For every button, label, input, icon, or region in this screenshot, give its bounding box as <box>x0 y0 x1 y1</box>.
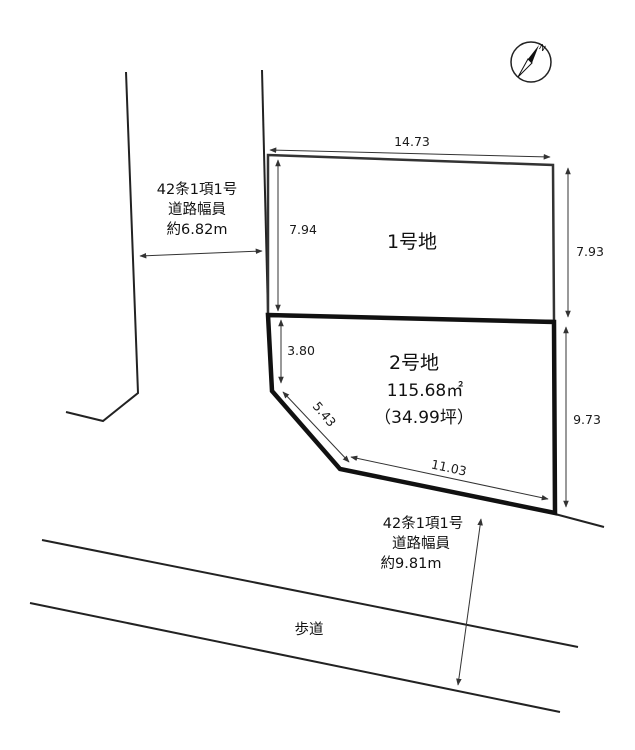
lot2-dim-bottom: 11.03 <box>430 457 468 479</box>
west-road-label-line2: 道路幅員 <box>168 201 226 218</box>
dim-line-west-road <box>139 248 263 259</box>
west-road-label-line1: 42条1項1号 <box>157 181 237 198</box>
dim-line-south-road <box>456 518 483 686</box>
compass-icon: N <box>510 41 552 83</box>
dim-line-lot1-top <box>269 147 551 160</box>
west-road-label-line3: 約6.82m <box>167 221 228 238</box>
west-road-left-edge <box>65 71 140 423</box>
south-road-edge <box>554 513 605 528</box>
compass-north-label: N <box>537 42 547 53</box>
sidewalk-upper-line <box>41 539 579 648</box>
south-road-label-line3: 約9.81m <box>381 555 442 572</box>
south-road-label-line1: 42条1項1号 <box>383 515 463 532</box>
lot2-dim-right: 9.73 <box>573 412 601 427</box>
sidewalk-lower-line <box>29 602 561 713</box>
lot2-name: 2号地 <box>389 352 439 374</box>
dim-line-lot2-chamfer <box>282 391 350 463</box>
south-road-label-line2: 道路幅員 <box>392 535 450 552</box>
lot1-name: 1号地 <box>387 231 437 253</box>
lot2-area-sqm: 115.68㎡ <box>387 381 463 401</box>
lot1-dim-left: 7.94 <box>289 222 317 237</box>
lot1-dim-right: 7.93 <box>576 244 604 259</box>
lot2-area-tsubo: （34.99坪） <box>374 408 474 428</box>
sidewalk-label: 歩道 <box>295 621 324 638</box>
dim-line-lot2-bottom <box>350 455 549 501</box>
lot1-dim-top: 14.73 <box>394 134 430 149</box>
lot2-dim-left: 3.80 <box>287 343 315 358</box>
